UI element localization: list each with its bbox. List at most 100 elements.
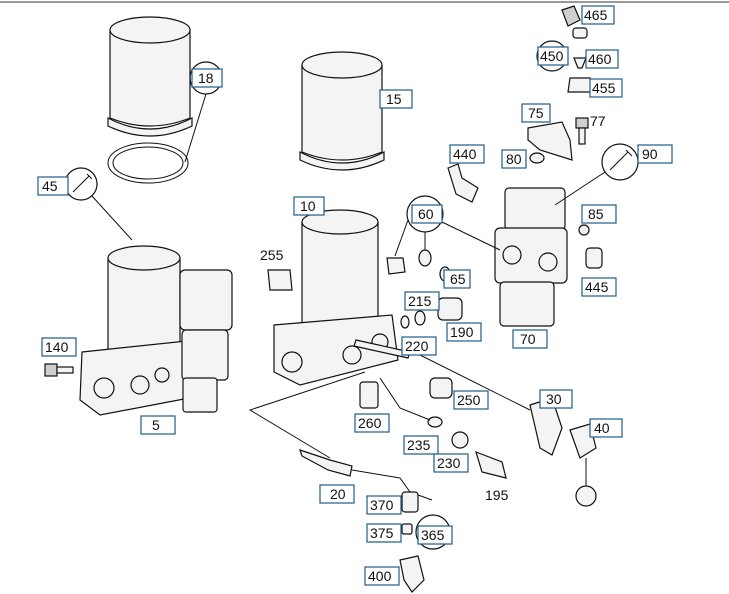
- sensor-440: [447, 163, 479, 203]
- callout-230-text: 230: [437, 455, 461, 471]
- bracket-75: [527, 121, 573, 161]
- callout-75-text: 75: [528, 105, 544, 121]
- callout-85-text: 85: [588, 206, 604, 222]
- callout-195-text[interactable]: 195: [485, 487, 509, 503]
- callout-450-text: 450: [540, 48, 564, 64]
- wrench-icon-45: [64, 167, 98, 201]
- leader-370: [351, 469, 411, 493]
- callout-80[interactable]: 80: [501, 149, 527, 169]
- callout-70[interactable]: 70: [512, 329, 548, 349]
- callout-400-text: 400: [368, 568, 392, 584]
- fitting-370: [401, 491, 419, 513]
- callout-60[interactable]: 60: [411, 204, 443, 224]
- plug-250: [429, 377, 453, 399]
- plug-445: [585, 247, 603, 269]
- callout-140[interactable]: 140: [41, 337, 77, 357]
- filter-cartridge-15: [299, 51, 385, 171]
- bolt-77: [575, 117, 589, 145]
- fitting-455: [567, 77, 593, 93]
- callout-455-text: 455: [592, 80, 616, 96]
- callout-375[interactable]: 375: [366, 523, 402, 543]
- washer-230: [451, 431, 469, 449]
- callout-30[interactable]: 30: [539, 389, 573, 409]
- callout-465[interactable]: 465: [581, 5, 615, 25]
- callout-450[interactable]: 450: [537, 46, 569, 66]
- callout-45-text: 45: [42, 178, 58, 194]
- callout-260[interactable]: 260: [354, 413, 390, 433]
- fitting-460: [573, 57, 587, 69]
- fitting-190: [437, 297, 463, 321]
- callout-365[interactable]: 365: [417, 525, 453, 545]
- callout-15[interactable]: 15: [379, 89, 413, 109]
- callout-260-text: 260: [358, 415, 382, 431]
- callout-190-text: 190: [450, 324, 474, 340]
- callout-10[interactable]: 10: [293, 196, 325, 216]
- air-dryer-assembly-10: [273, 209, 399, 386]
- callout-230[interactable]: 230: [433, 453, 469, 473]
- callout-75[interactable]: 75: [521, 103, 551, 123]
- washer-215b: [414, 310, 426, 326]
- leader-60c: [441, 221, 501, 251]
- leader-30: [409, 349, 531, 411]
- leader-20-group: [248, 371, 366, 459]
- callout-20[interactable]: 20: [319, 484, 355, 504]
- leader-45: [91, 195, 133, 241]
- leader-18: [184, 93, 207, 163]
- callout-445-text: 445: [585, 279, 609, 295]
- callout-250-text: 250: [457, 392, 481, 408]
- callout-70-text: 70: [520, 331, 536, 347]
- callout-80-text: 80: [506, 151, 522, 167]
- callout-65-text: 65: [450, 271, 466, 287]
- fitting-375: [401, 523, 413, 535]
- callout-5[interactable]: 5: [140, 415, 176, 435]
- callout-5-text: 5: [152, 417, 160, 433]
- callout-65[interactable]: 65: [443, 269, 471, 289]
- washer-215a: [400, 315, 410, 329]
- callout-77-text[interactable]: 77: [590, 113, 606, 129]
- callout-18-text: 18: [198, 70, 214, 86]
- nut-60a: [386, 257, 406, 275]
- callout-85[interactable]: 85: [581, 204, 617, 224]
- callout-18[interactable]: 18: [191, 68, 223, 88]
- callout-10-text: 10: [300, 198, 316, 214]
- callout-215[interactable]: 215: [404, 291, 440, 311]
- leader-60a: [394, 219, 409, 257]
- callout-235[interactable]: 235: [403, 435, 439, 455]
- air-dryer-assembly-5: [79, 245, 233, 416]
- callout-460[interactable]: 460: [585, 49, 619, 69]
- callout-455[interactable]: 455: [589, 78, 623, 98]
- leader-90: [554, 171, 606, 206]
- callout-45[interactable]: 45: [37, 176, 69, 196]
- callout-40-text: 40: [594, 420, 610, 436]
- pin-220: [353, 339, 411, 359]
- callout-140-text: 140: [45, 339, 69, 355]
- leader-235-group: [379, 377, 431, 421]
- callout-255-text[interactable]: 255: [260, 247, 284, 263]
- callout-190[interactable]: 190: [446, 322, 482, 342]
- callout-445[interactable]: 445: [581, 277, 617, 297]
- callout-465-text: 465: [584, 7, 608, 23]
- callout-90-text: 90: [642, 146, 658, 162]
- plug-255: [267, 269, 293, 291]
- callout-400[interactable]: 400: [364, 566, 400, 586]
- washer-80: [529, 152, 545, 164]
- bolt-140: [44, 363, 74, 377]
- callout-440[interactable]: 440: [449, 144, 485, 164]
- elbow-400: [399, 555, 425, 593]
- callout-40[interactable]: 40: [589, 418, 623, 438]
- washer-85: [578, 224, 590, 236]
- callout-60-text: 60: [418, 206, 434, 222]
- valve-assembly-70: [494, 187, 568, 327]
- callout-365-text: 365: [421, 527, 445, 543]
- callout-235-text: 235: [407, 437, 431, 453]
- sensor-20: [299, 449, 353, 477]
- callout-20-text: 20: [330, 486, 346, 502]
- callout-250[interactable]: 250: [453, 390, 489, 410]
- callout-90[interactable]: 90: [637, 144, 673, 164]
- callout-460-text: 460: [588, 51, 612, 67]
- callout-220[interactable]: 220: [401, 336, 437, 356]
- wrench-icon-90: [601, 143, 639, 181]
- fitting-260: [359, 381, 379, 409]
- callout-370[interactable]: 370: [366, 495, 402, 515]
